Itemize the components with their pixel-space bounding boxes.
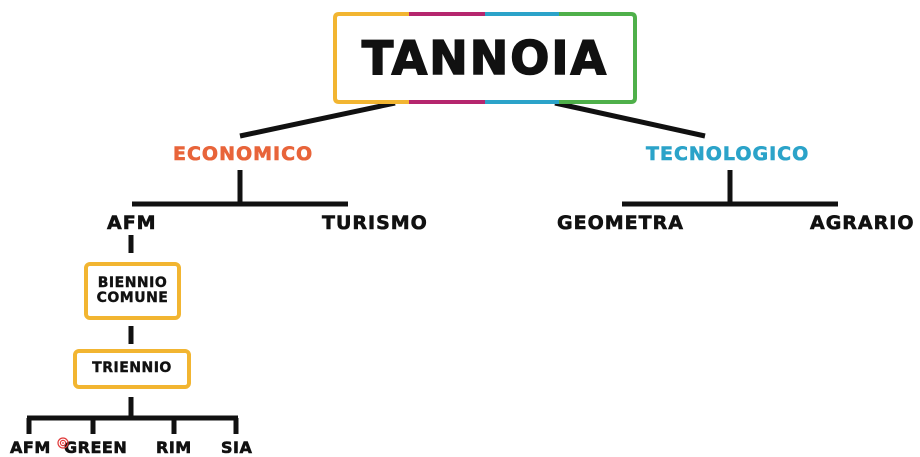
triennio-label: TRIENNIO [92,360,172,377]
branch-economico-label: ECONOMICO [173,143,314,165]
spec-afm: AFM [10,438,51,457]
node-geometra: GEOMETRA [557,212,684,234]
biennio-label: BIENNIO [97,274,168,291]
title-box: TANNOIA [333,12,637,104]
connector-title-tecnologico [554,100,706,139]
spec-sia: SIA [221,438,253,457]
spec-rim: RIM [156,438,192,457]
branch-tecnologico-label: TECNOLOGICO [646,143,810,165]
comune-label: COMUNE [96,290,169,306]
node-turismo: TURISMO [322,212,428,234]
node-afm: AFM [107,212,157,234]
triennio-box: TRIENNIO [73,349,191,389]
node-agrario: AGRARIO [810,212,915,234]
biennio-comune-box: BIENNIO COMUNE [84,262,181,320]
connector-title-economico [239,100,396,139]
title-box-border [333,12,637,104]
spec-green: GREEN [64,438,128,457]
page-title: TANNOIA [361,30,609,86]
target-icon [57,437,69,449]
